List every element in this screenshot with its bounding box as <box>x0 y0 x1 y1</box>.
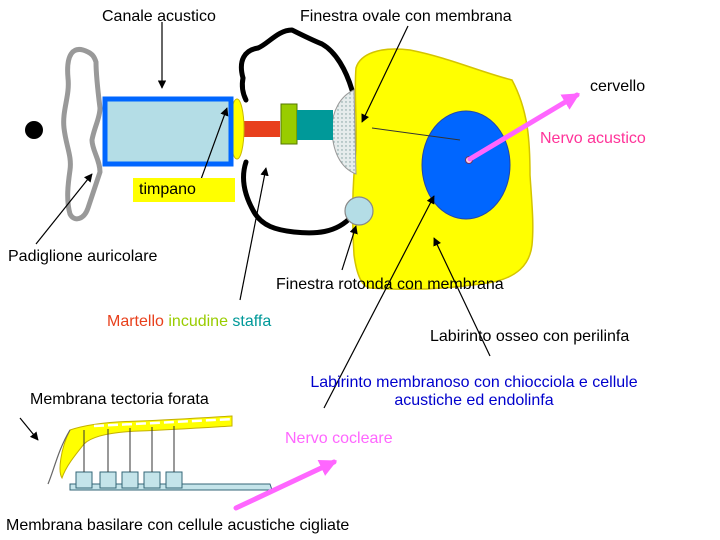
timpano-text: timpano <box>139 181 196 198</box>
label-nervo-acustico: Nervo acustico <box>540 130 646 147</box>
label-labirinto-membranoso-line1: Labirinto membranoso con chiocciola e ce… <box>310 374 638 391</box>
pointer-yellow-surface <box>371 127 461 141</box>
label-staffa: staffa <box>232 313 272 330</box>
label-timpano: timpano <box>133 178 235 202</box>
tectorial-membrane <box>59 415 233 480</box>
hair-cell-box <box>99 471 117 489</box>
pointer-padiglione <box>35 173 93 245</box>
pinna <box>61 47 103 222</box>
hair-cell-box <box>165 471 183 489</box>
pointer-finestra-rotonda <box>341 225 358 271</box>
label-padiglione: Padiglione auricolare <box>8 248 158 265</box>
round-window <box>344 196 374 226</box>
pointer-martello <box>239 167 269 301</box>
label-canale-acustico: Canale acustico <box>102 8 216 25</box>
pointer-finestra-ovale <box>361 25 409 123</box>
staffa <box>297 110 333 140</box>
membranous-labyrinth <box>421 110 511 220</box>
label-cervello: cervello <box>590 78 646 95</box>
label-labirinto-membranoso-line2: acustiche ed endolinfa <box>394 392 554 409</box>
hair-cell-box <box>143 471 161 489</box>
oval-window <box>331 89 357 175</box>
hair-cell-box <box>121 471 139 489</box>
label-martello: Martello <box>107 313 164 330</box>
pink-arrow-icon <box>233 459 338 511</box>
label-labirinto-membranoso: Labirinto membranoso con chiocciola e ce… <box>268 374 680 410</box>
pink-arrow-icon <box>467 92 581 162</box>
pointer-tectoria <box>19 417 39 441</box>
ear-canal <box>102 96 234 167</box>
label-finestra-rotonda: Finestra rotonda con membrana <box>276 276 504 293</box>
label-finestra-ovale: Finestra ovale con membrana <box>300 8 512 25</box>
martello <box>242 121 280 137</box>
label-nervo-cocleare: Nervo cocleare <box>285 430 393 447</box>
middle-ear-outline <box>238 27 355 93</box>
hair-cell-box <box>75 471 93 489</box>
label-incudine: incudine <box>168 313 228 330</box>
incudine <box>280 103 298 145</box>
pointer-timpano <box>199 107 229 183</box>
tectoria-dashes <box>93 417 235 428</box>
label-membrana-basilare: Membrana basilare con cellule acustiche … <box>6 517 350 534</box>
label-ossicles: Martello incudine staffa <box>107 313 271 331</box>
label-membrana-tectoria: Membrana tectoria forata <box>30 391 209 408</box>
pointer-membranoso <box>323 195 435 409</box>
cochlea-curve <box>47 429 71 485</box>
pointer-osseo <box>433 237 491 357</box>
black-dot-icon <box>25 121 43 139</box>
label-labirinto-osseo: Labirinto osseo con perilinfa <box>430 328 630 345</box>
